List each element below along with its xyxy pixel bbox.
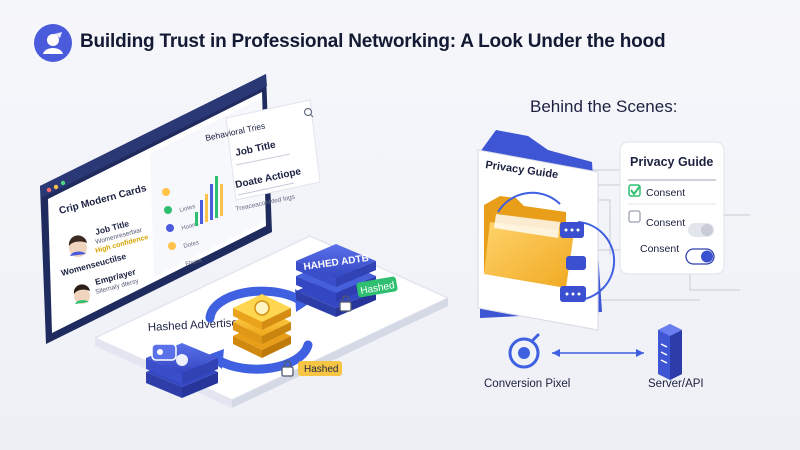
server-api-label: Server/API (648, 378, 704, 390)
stat-icon (166, 224, 174, 232)
avatar (68, 235, 87, 257)
database-icon: HAHED ADTB (296, 244, 376, 317)
stat-icon (164, 206, 172, 214)
stat-label: Hoans (181, 222, 199, 232)
conversion-pixel-label: Conversion Pixel (484, 378, 571, 390)
panel-title: Privacy Guide (630, 155, 713, 169)
hashed-badge-1: Hashed (356, 276, 398, 298)
brand-logo-icon (34, 24, 72, 62)
consent-row-3[interactable]: Consent (640, 243, 715, 265)
folder-icon (484, 196, 574, 288)
connection-arrow (552, 349, 644, 357)
hashed-token-stack (233, 294, 291, 358)
consent-label-1: Consent (646, 187, 685, 199)
consent-label-2: Consent (646, 217, 685, 229)
shield-icon (146, 343, 218, 398)
user-icon (43, 32, 63, 54)
server-icon (658, 324, 682, 380)
stat-label: Fhons (185, 258, 203, 268)
toggle-icon[interactable] (688, 223, 714, 237)
profile-monitor: Crip Modern Cards Job Title Womenreserbi… (40, 74, 272, 344)
checkbox-unchecked[interactable] (628, 210, 641, 223)
pixel-icon (508, 333, 540, 369)
page-title: Building Trust in Professional Networkin… (80, 31, 666, 52)
lock-icon (281, 360, 294, 377)
stat-icon (162, 188, 170, 196)
toggle-icon[interactable] (685, 248, 715, 265)
stat-label: Dotes (183, 240, 200, 250)
sync-arrow (497, 191, 616, 302)
mini-bar-chart (195, 176, 223, 226)
privacy-guide-panel: Privacy Guide Consent Consent Consent (619, 141, 725, 275)
stat-icon (168, 242, 176, 250)
consent-row-1[interactable]: Consent (628, 184, 685, 199)
behavioral-popup: Behavioral Tries Job Title Doate Actiope… (204, 99, 321, 213)
avatar (73, 284, 90, 304)
hashed-badge-2-label: Hashed (304, 364, 338, 375)
lock-icon (339, 295, 352, 312)
consent-label-3: Consent (640, 243, 679, 255)
chat-icon (560, 222, 586, 302)
hashed-badge-2: Hashed (298, 361, 342, 376)
consent-row-2[interactable]: Consent (628, 210, 714, 237)
behind-scenes-heading: Behind the Scenes: (530, 97, 678, 116)
check-icon (630, 185, 641, 196)
search-icon[interactable] (303, 107, 314, 118)
stat-label: Liotes (179, 204, 196, 214)
